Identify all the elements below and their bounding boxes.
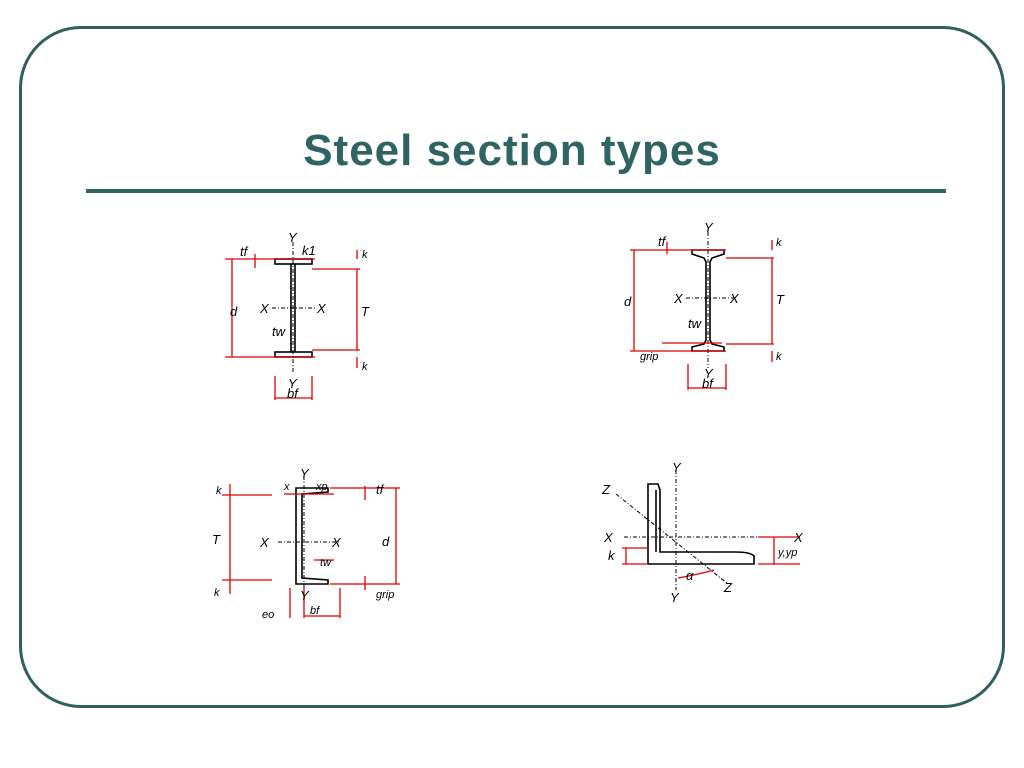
w-shape-diagram: Y Y X X tf k1 k k d T tw bf: [225, 230, 370, 401]
w-shape-d-label: d: [230, 304, 238, 319]
channel-bf-label: bf: [310, 605, 320, 617]
channel-xp-label: xp: [315, 481, 328, 493]
angle-y-top-label: Y: [672, 460, 682, 475]
channel-k-bottom-label: k: [214, 587, 220, 599]
w-shape-tf-label: tf: [240, 244, 249, 259]
w-shape-tw-label: tw: [272, 324, 287, 339]
s-shape-tf-label: tf: [658, 234, 667, 249]
title-underline: [86, 189, 946, 193]
w-shape-dimensions: [225, 250, 360, 400]
w-shape-y-bottom-label: Y: [288, 376, 298, 391]
s-shape-x-left-label: X: [673, 291, 684, 306]
w-shape-x-right-label: X: [316, 301, 327, 316]
channel-y-bottom-label: Y: [300, 588, 310, 603]
channel-T-label: T: [212, 532, 221, 547]
angle-section: [647, 483, 755, 565]
w-shape-k-top-label: k: [362, 249, 368, 261]
angle-x-left-label: X: [603, 530, 614, 545]
angle-k-label: k: [608, 548, 616, 563]
w-shape-k-bottom-label: k: [362, 361, 368, 373]
channel-x-right-label: X: [331, 535, 342, 550]
s-shape-tw-label: tw: [688, 316, 703, 331]
channel-eo-label: eo: [262, 609, 274, 621]
channel-axes: [278, 476, 340, 600]
s-shape-d-label: d: [624, 294, 632, 309]
angle-z-top-label: Z: [601, 482, 611, 497]
channel-x-left-label: X: [259, 535, 270, 550]
channel-dimensions: [222, 484, 400, 618]
w-shape-T-label: T: [361, 304, 370, 319]
s-shape-diagram: Y Y X X tf k k d T tw bf grip: [624, 220, 785, 391]
s-shape-x-right-label: X: [729, 291, 740, 306]
w-shape-k1-label: k1: [302, 243, 316, 258]
s-shape-grip-label: grip: [640, 351, 658, 363]
angle-z-bottom-label: Z: [723, 580, 733, 595]
s-shape-dimensions: [630, 240, 774, 390]
angle-diagram: Y Y X X Z Z k α y,yp: [601, 460, 804, 605]
w-shape-x-left-label: X: [259, 301, 270, 316]
slide-title: Steel section types: [303, 126, 721, 175]
angle-y-bottom-label: Y: [670, 590, 680, 605]
s-shape-T-label: T: [776, 292, 785, 307]
slide-frame: [19, 26, 1005, 708]
s-shape-k-bottom-label: k: [776, 351, 782, 363]
channel-section: [295, 487, 329, 585]
s-shape-y-bottom-label: Y: [704, 366, 714, 381]
channel-diagram: Y Y X X k k x xp tf T d tw grip eo bf: [212, 466, 400, 621]
w-shape-axes: [272, 242, 316, 374]
angle-x-right-label: X: [793, 530, 804, 545]
channel-y-top-label: Y: [300, 466, 310, 481]
s-shape-axes: [686, 232, 736, 368]
s-shape-k-top-label: k: [776, 237, 782, 249]
channel-tw-label: tw: [320, 557, 332, 569]
s-shape-y-top-label: Y: [704, 220, 714, 235]
s-shape-bf-label: bf: [702, 376, 714, 391]
angle-yyp-label: y,yp: [777, 547, 797, 559]
angle-alpha-label: α: [686, 568, 694, 583]
channel-grip-label: grip: [376, 589, 394, 601]
angle-dimensions: [622, 536, 800, 579]
w-shape-y-top-label: Y: [288, 230, 298, 245]
channel-tf-label: tf: [376, 482, 385, 497]
channel-d-label: d: [382, 534, 390, 549]
w-shape-bf-label: bf: [287, 386, 299, 401]
channel-k-top-label: k: [216, 485, 222, 497]
channel-x-bar-label: x: [283, 481, 290, 493]
